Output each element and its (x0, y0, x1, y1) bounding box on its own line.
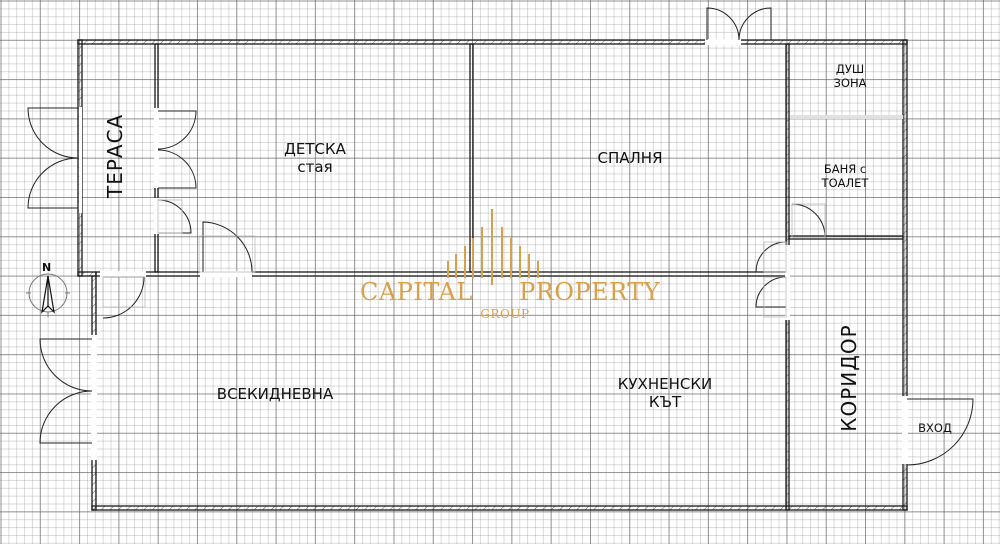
door-terrace-kids-2 (157, 149, 197, 189)
room-label-bathroom-line2: ТОАЛЕТ (821, 175, 869, 190)
room-label-terrace: ТЕРАСА (103, 113, 127, 198)
room-label-corridor: КОРИДОР (837, 324, 861, 432)
door-living-top-left (102, 276, 145, 319)
door-entrance (906, 398, 974, 466)
door-terrace-kids-1 (157, 110, 197, 150)
logo-group-text: GROUP (480, 307, 530, 321)
window-bedroom-top-2 (738, 7, 772, 41)
wall-bottom (91, 505, 908, 511)
door-terrace-small (157, 199, 192, 234)
room-label-kitchen: КУХНЕНСКИ КЪТ (595, 375, 735, 411)
logo-bars-icon (447, 209, 539, 285)
room-label-shower: ДУШ ЗОНА (815, 62, 885, 91)
door-bedroom (755, 241, 787, 273)
room-label-bathroom: БАНЯ с ТОАЛЕТ (800, 162, 890, 191)
door-living-outer-1 (39, 338, 93, 392)
openings (79, 39, 908, 464)
room-label-kitchen-line2: КЪТ (648, 393, 682, 411)
logo-brand-text: CAPITAL PROPERTY (360, 278, 660, 306)
entrance-label: ВХОД (918, 421, 952, 435)
window-bedroom-top-1 (706, 7, 740, 41)
door-bathroom (791, 203, 826, 238)
wall-terrace-bottom (77, 271, 97, 277)
wall-bath-corridor (788, 235, 904, 240)
door-kids (202, 221, 253, 273)
room-label-shower-line1: ДУШ (835, 62, 865, 76)
door-terrace-outer-2 (27, 157, 79, 209)
logo-brand-left: CAPITAL (360, 278, 473, 306)
room-label-kitchen-line1: КУХНЕНСКИ (617, 375, 713, 393)
room-label-living: ВСЕКИДНЕВНА (216, 385, 334, 403)
door-living-outer-2 (39, 390, 93, 444)
compass-icon (26, 273, 70, 317)
room-label-kids-line1: ДЕТСКА (284, 140, 346, 158)
room-label-kids-line2: стая (297, 158, 333, 176)
room-label-bedroom: СПАЛНЯ (597, 149, 663, 167)
door-kitchen (755, 276, 787, 308)
wall-top (77, 39, 908, 45)
door-terrace-outer-1 (27, 107, 79, 159)
room-label-kids: ДЕТСКА стая (265, 140, 365, 176)
shower-partition (790, 115, 903, 119)
doors (27, 7, 974, 466)
room-label-shower-line2: ЗОНА (833, 75, 867, 90)
room-label-bathroom-line1: БАНЯ с (823, 162, 867, 176)
logo-brand-right: PROPERTY (519, 278, 661, 306)
capital-property-logo: CAPITAL PROPERTY GROUP (360, 205, 660, 325)
compass-north-label: N (42, 261, 52, 274)
